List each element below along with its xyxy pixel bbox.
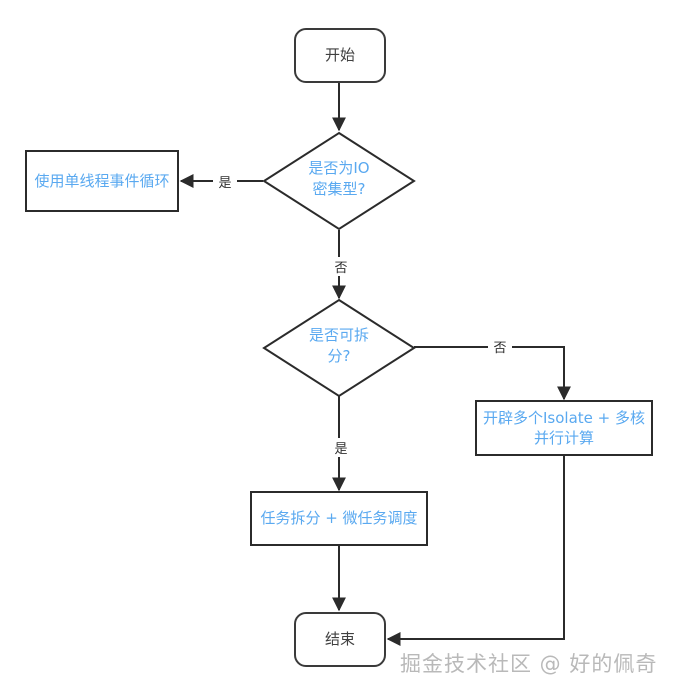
- node-start-label: 开始: [324, 46, 355, 65]
- node-isolate-parallel: 开辟多个Isolate + 多核 并行计算: [475, 400, 653, 456]
- edge-label-decision1-yes: 是: [213, 172, 237, 191]
- node-task-split-microtask: 任务拆分 + 微任务调度: [250, 491, 428, 546]
- edge-decision2-to-isolate: [414, 346, 571, 401]
- node-end: 结束: [294, 612, 386, 667]
- node-single-thread-event-loop-label: 使用单线程事件循环: [34, 171, 170, 190]
- node-task-split-microtask-label: 任务拆分 + 微任务调度: [260, 509, 418, 528]
- node-start: 开始: [294, 28, 386, 83]
- decision-node-io-bound: [262, 131, 416, 231]
- node-isolate-parallel-line2: 并行计算: [533, 429, 594, 447]
- node-isolate-parallel-line1: 开辟多个Isolate + 多核: [483, 408, 645, 427]
- node-single-thread-event-loop: 使用单线程事件循环: [25, 150, 179, 212]
- edge-label-decision2-no: 否: [488, 337, 512, 356]
- node-end-label: 结束: [324, 630, 355, 649]
- edge-label-decision2-yes: 是: [329, 438, 353, 457]
- decision-node-splittable: [262, 298, 416, 398]
- edge-isolate-to-end: [386, 456, 565, 646]
- watermark: 掘金技术社区 @ 好的佩奇: [400, 652, 658, 676]
- edge-label-decision1-no: 否: [329, 257, 353, 276]
